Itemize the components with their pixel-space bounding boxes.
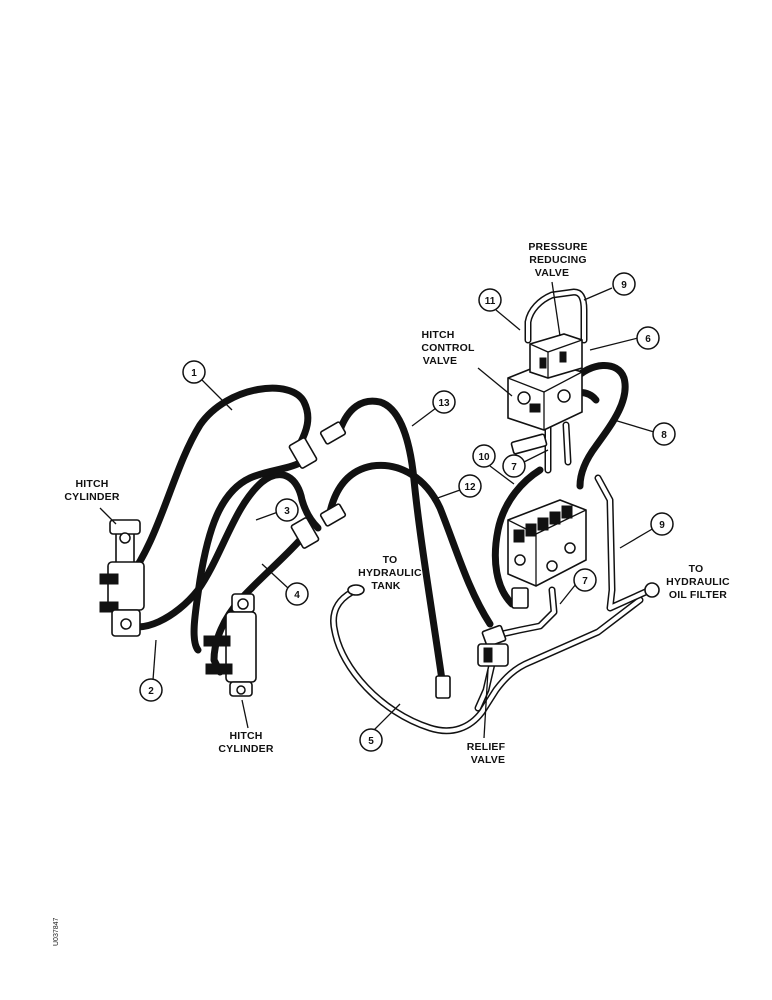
svg-text:6: 6 bbox=[645, 334, 651, 345]
callout-11: 11 bbox=[478, 288, 502, 312]
label-pressure-reducing-valve: PRESSURE REDUCING VALVE bbox=[528, 241, 587, 279]
svg-text:HYDRAULIC: HYDRAULIC bbox=[666, 576, 730, 588]
svg-text:VALVE: VALVE bbox=[535, 267, 569, 279]
svg-text:4: 4 bbox=[294, 590, 300, 601]
callout-10: 10 bbox=[472, 444, 496, 468]
svg-text:11: 11 bbox=[485, 296, 496, 307]
component-labels: PRESSURE REDUCING VALVE HITCH CONTROL VA… bbox=[64, 241, 730, 766]
svg-text:RELIEF: RELIEF bbox=[467, 741, 506, 753]
callout-13: 13 bbox=[432, 390, 456, 414]
control-valve-bank bbox=[507, 499, 587, 609]
svg-text:VALVE: VALVE bbox=[423, 355, 457, 367]
svg-text:HYDRAULIC: HYDRAULIC bbox=[358, 567, 422, 579]
svg-text:TO: TO bbox=[383, 554, 398, 566]
label-hitch-cylinder-bottom: HITCH CYLINDER bbox=[218, 730, 273, 755]
callout-8: 8 bbox=[652, 422, 676, 446]
svg-text:REDUCING: REDUCING bbox=[529, 254, 587, 266]
callout-7a: 7 bbox=[502, 454, 526, 478]
svg-text:3: 3 bbox=[284, 506, 290, 517]
label-to-hydraulic-tank: TO HYDRAULIC TANK bbox=[358, 554, 422, 592]
callout-6: 6 bbox=[636, 326, 660, 350]
svg-text:HITCH: HITCH bbox=[421, 329, 454, 341]
svg-text:9: 9 bbox=[621, 280, 627, 291]
callouts: 1 2 3 4 5 6 7 7 8 9 9 10 11 12 13 bbox=[139, 272, 676, 752]
callout-9b: 9 bbox=[650, 512, 674, 536]
callout-9a: 9 bbox=[612, 272, 636, 296]
svg-text:TO: TO bbox=[689, 563, 704, 575]
svg-text:12: 12 bbox=[464, 482, 476, 493]
svg-text:HITCH: HITCH bbox=[229, 730, 262, 742]
svg-text:HITCH: HITCH bbox=[75, 478, 108, 490]
callout-4: 4 bbox=[285, 582, 309, 606]
label-to-hydraulic-oil-filter: TO HYDRAULIC OIL FILTER bbox=[666, 563, 730, 601]
svg-text:VALVE: VALVE bbox=[471, 754, 505, 766]
callout-12: 12 bbox=[458, 474, 482, 498]
steel-tubes bbox=[330, 288, 654, 735]
svg-text:2: 2 bbox=[148, 686, 154, 697]
label-relief-valve: RELIEF VALVE bbox=[467, 741, 506, 766]
hitch-cylinder-right bbox=[203, 593, 257, 697]
svg-text:7: 7 bbox=[511, 462, 517, 473]
svg-text:13: 13 bbox=[438, 398, 450, 409]
callout-2: 2 bbox=[139, 678, 163, 702]
svg-text:TANK: TANK bbox=[371, 580, 400, 592]
callout-5: 5 bbox=[359, 728, 383, 752]
pressure-reducing-valve bbox=[529, 333, 583, 379]
end-connectors bbox=[347, 582, 660, 598]
hitch-cylinder-left bbox=[99, 519, 145, 637]
callout-7b: 7 bbox=[573, 568, 597, 592]
leader-lines bbox=[99, 281, 655, 739]
callout-1: 1 bbox=[182, 360, 206, 384]
svg-text:CYLINDER: CYLINDER bbox=[64, 491, 119, 503]
relief-valve bbox=[477, 643, 509, 667]
label-hitch-cylinder-left: HITCH CYLINDER bbox=[64, 478, 119, 503]
svg-text:CYLINDER: CYLINDER bbox=[218, 743, 273, 755]
svg-text:10: 10 bbox=[478, 452, 490, 463]
tee-fittings bbox=[288, 421, 507, 699]
callout-3: 3 bbox=[275, 498, 299, 522]
svg-text:9: 9 bbox=[659, 520, 665, 531]
svg-text:7: 7 bbox=[582, 576, 588, 587]
svg-text:OIL FILTER: OIL FILTER bbox=[669, 589, 727, 601]
svg-text:1: 1 bbox=[191, 368, 197, 379]
svg-text:CONTROL: CONTROL bbox=[421, 342, 475, 354]
hitch-control-valve bbox=[507, 361, 583, 455]
svg-text:5: 5 bbox=[368, 736, 374, 747]
label-hitch-control-valve: HITCH CONTROL VALVE bbox=[421, 329, 475, 367]
figure-code: U037847 bbox=[53, 917, 60, 946]
svg-text:PRESSURE: PRESSURE bbox=[528, 241, 587, 253]
svg-text:8: 8 bbox=[661, 430, 667, 441]
